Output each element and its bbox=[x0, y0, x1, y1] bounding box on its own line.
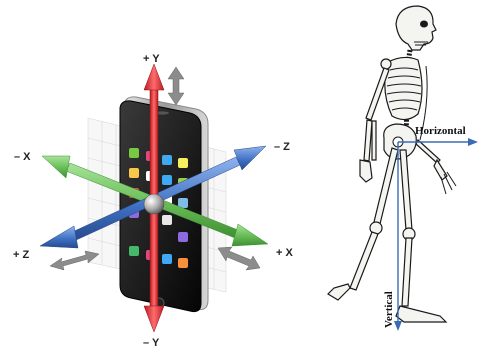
plus-z-label: + Z bbox=[13, 249, 29, 261]
minus-z-arrowhead bbox=[234, 146, 266, 170]
plus-z-arrowhead bbox=[40, 226, 78, 248]
plus-x-label: + X bbox=[276, 247, 293, 259]
plus-x-arrowhead bbox=[232, 224, 268, 246]
phone-axes-diagram: + Y – Y – X + X – Z + Z bbox=[13, 53, 293, 349]
plus-y-arrowhead bbox=[144, 64, 164, 90]
plus-y-label: + Y bbox=[143, 53, 160, 65]
minus-z-label: – Z bbox=[274, 141, 290, 153]
vertical-reference-line bbox=[394, 142, 402, 331]
minus-y-arrowhead bbox=[144, 306, 164, 332]
vertical-label: Vertical bbox=[383, 291, 395, 328]
minus-y-label: – Y bbox=[143, 337, 160, 349]
minus-x-arrowhead bbox=[42, 156, 70, 178]
origin-sphere bbox=[144, 194, 164, 214]
skull bbox=[396, 6, 436, 50]
horizontal-label: Horizontal bbox=[415, 125, 466, 137]
walking-skeleton-diagram: Horizontal Vertical bbox=[328, 6, 478, 331]
minus-x-label: – X bbox=[14, 151, 31, 163]
up-down-arrow-icon bbox=[168, 67, 184, 105]
